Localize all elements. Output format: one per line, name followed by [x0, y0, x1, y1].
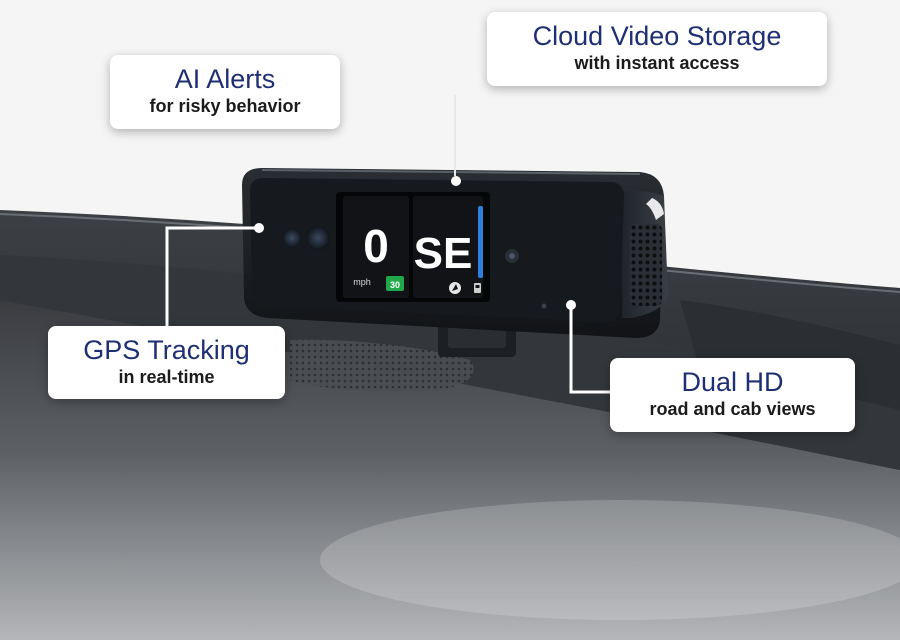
callout-cloud-video-storage: Cloud Video Storage with instant access: [487, 12, 827, 86]
callout-ai-alerts: AI Alerts for risky behavior: [110, 55, 340, 129]
callout-title: GPS Tracking: [83, 335, 250, 365]
callout-subtitle: in real-time: [118, 367, 215, 387]
callout-title: AI Alerts: [174, 64, 276, 94]
callout-title: Cloud Video Storage: [532, 21, 782, 51]
cloud-marker-dot: [451, 176, 461, 186]
callout-subtitle: with instant access: [574, 53, 740, 73]
screen-speed-unit: mph: [353, 277, 371, 287]
callout-gps-tracking: GPS Tracking in real-time: [48, 326, 285, 399]
gps-marker-dot: [254, 223, 264, 233]
callout-title: Dual HD: [681, 367, 784, 397]
screen-heading: SE: [414, 229, 473, 278]
fuel-icon: [474, 283, 481, 293]
compass-icon: [449, 282, 461, 294]
callout-subtitle: road and cab views: [649, 399, 816, 419]
screen-speed-limit: 30: [390, 280, 400, 290]
screen-speed: 0: [363, 220, 389, 272]
callout-dual-hd: Dual HD road and cab views: [610, 358, 855, 432]
dual-hd-marker-dot: [566, 300, 576, 310]
callout-connectors: [165, 95, 612, 394]
callout-subtitle: for risky behavior: [149, 96, 301, 116]
